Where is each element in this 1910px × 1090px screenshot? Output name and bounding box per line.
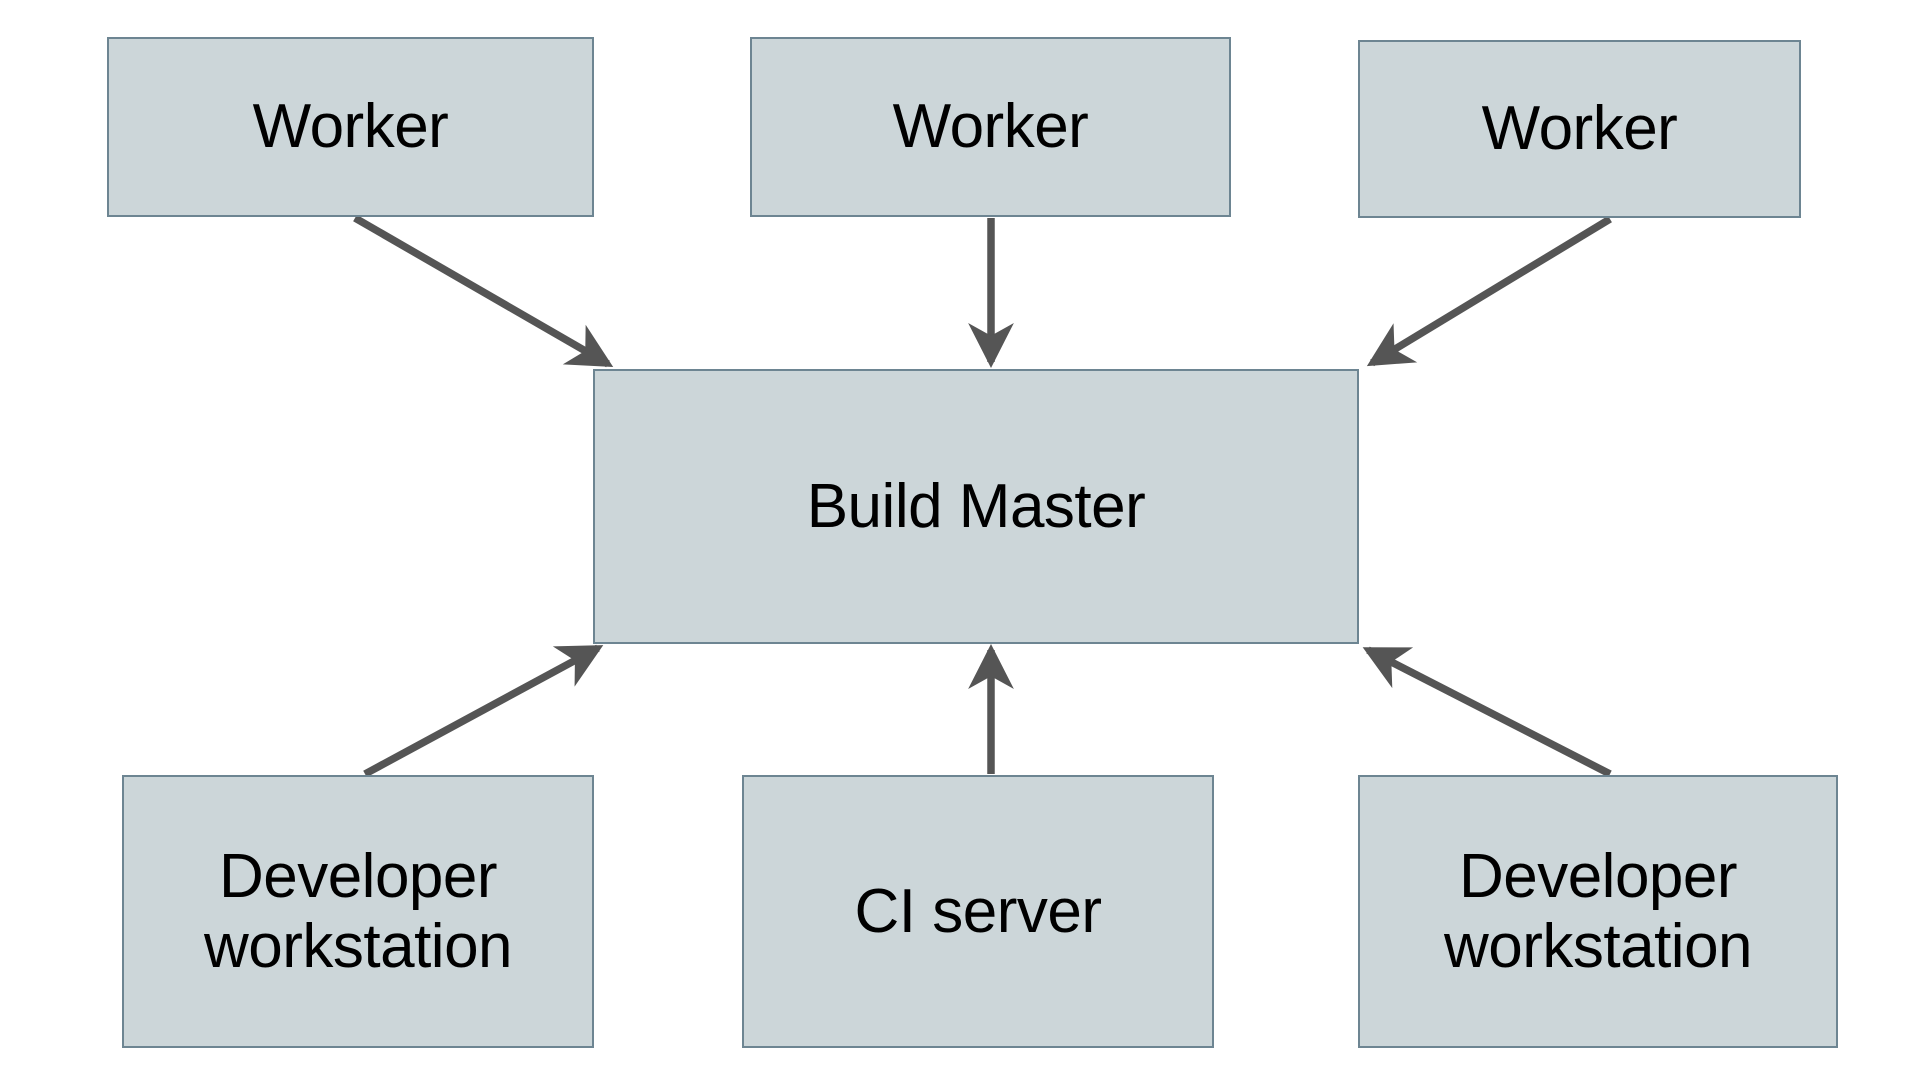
node-label: Worker [252,92,449,162]
node-label: Worker [892,92,1089,162]
node-label: Developer workstation [1443,842,1753,981]
node-developer-workstation-2[interactable]: Developer workstation [1358,775,1838,1048]
node-worker-1[interactable]: Worker [107,37,594,217]
node-label: Developer workstation [203,842,513,981]
node-developer-workstation-1[interactable]: Developer workstation [122,775,594,1048]
node-label: Worker [1481,94,1678,164]
edge-developer-workstation-1-to-build-master [363,644,604,778]
edge-worker-3-to-build-master [1366,215,1612,367]
edge-worker-1-to-build-master [353,214,614,368]
node-ci-server[interactable]: CI server [742,775,1214,1048]
node-label: CI server [854,876,1102,946]
edge-developer-workstation-2-to-build-master [1362,646,1612,778]
node-worker-2[interactable]: Worker [750,37,1231,217]
node-build-master[interactable]: Build Master [593,369,1359,644]
node-label: Build Master [806,471,1146,541]
node-worker-3[interactable]: Worker [1358,40,1801,218]
